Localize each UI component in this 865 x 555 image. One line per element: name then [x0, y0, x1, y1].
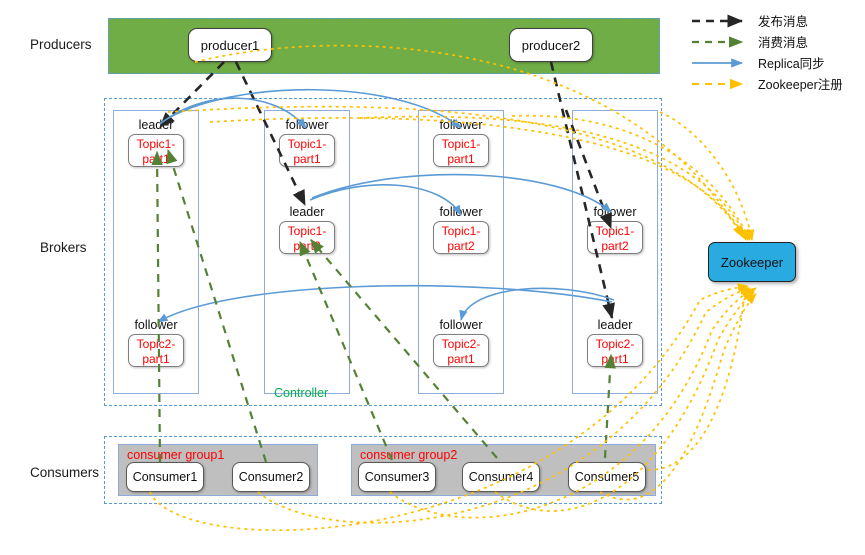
partition-box[interactable]: Topic2-part1	[433, 334, 489, 367]
legend-swatch-solid-blue	[692, 57, 744, 68]
consumer-label: Consumer3	[364, 470, 430, 484]
partition-role: follower	[439, 205, 483, 219]
partition-role: follower	[134, 318, 178, 332]
controller-label: Controller	[274, 386, 329, 400]
legend-swatch-dashed-black	[692, 14, 744, 27]
partition-role: follower	[285, 118, 329, 132]
partition-role: follower	[439, 118, 483, 132]
consumer-group-label: consumer group2	[360, 448, 458, 462]
partition-box[interactable]: Topic1-part1	[279, 134, 335, 167]
legend-label: Zookeeper注册	[758, 78, 843, 92]
legend-label: 消费消息	[758, 36, 809, 50]
partition-box[interactable]: Topic2-part1	[128, 334, 184, 367]
zookeeper-box[interactable]: Zookeeper	[708, 242, 796, 282]
zookeeper-label: Zookeeper	[720, 254, 784, 270]
partition-slot[interactable]: leader Topic1-part2	[264, 205, 350, 254]
consumer-box-consumer2[interactable]: Consumer2	[232, 462, 310, 492]
partition-box[interactable]: Topic2-part1	[587, 334, 643, 367]
row-label-brokers: Brokers	[40, 240, 87, 255]
legend-item-register: Zookeeper注册	[690, 73, 865, 94]
partition-role: leader	[289, 205, 325, 219]
legend: 发布消息 消费消息 Replica同步 Zoo	[690, 10, 865, 94]
producer-box-producer2[interactable]: producer2	[509, 28, 593, 62]
legend-item-replica: Replica同步	[690, 52, 865, 73]
producer-label: producer2	[521, 37, 581, 53]
partition-slot[interactable]: leader Topic1-part1	[113, 118, 199, 167]
partition-slot[interactable]: follower Topic1-part1	[418, 118, 504, 167]
partition-slot[interactable]: follower Topic2-part1	[113, 318, 199, 367]
legend-swatch-dashed-orange	[692, 78, 744, 89]
legend-label: 发布消息	[758, 15, 809, 29]
legend-swatch-dashed-green	[692, 35, 744, 48]
legend-item-publish: 发布消息	[690, 10, 865, 31]
partition-box[interactable]: Topic1-part1	[128, 134, 184, 167]
consumer-box-consumer3[interactable]: Consumer3	[358, 462, 436, 492]
partition-box[interactable]: Topic1-part2	[587, 221, 643, 254]
consumer-label: Consumer1	[132, 470, 198, 484]
consumer-label: Consumer5	[574, 470, 640, 484]
consumer-box-consumer1[interactable]: Consumer1	[126, 462, 204, 492]
partition-role: leader	[597, 318, 633, 332]
partition-role: follower	[439, 318, 483, 332]
consumer-label: Consumer4	[468, 470, 534, 484]
partition-box[interactable]: Topic1-part2	[279, 221, 335, 254]
consumer-box-consumer4[interactable]: Consumer4	[462, 462, 540, 492]
partition-box[interactable]: Topic1-part2	[433, 221, 489, 254]
partition-slot[interactable]: follower Topic1-part1	[264, 118, 350, 167]
partition-slot[interactable]: follower Topic1-part2	[572, 205, 658, 254]
consumer-box-consumer5[interactable]: Consumer5	[568, 462, 646, 492]
partition-role: follower	[593, 205, 637, 219]
producer-box-producer1[interactable]: producer1	[188, 28, 272, 62]
consumer-label: Consumer2	[238, 470, 304, 484]
partition-slot[interactable]: leader Topic2-part1	[572, 318, 658, 367]
producer-label: producer1	[200, 37, 260, 53]
row-label-consumers: Consumers	[30, 465, 100, 480]
legend-item-consume: 消费消息	[690, 31, 865, 52]
legend-label: Replica同步	[758, 57, 825, 71]
partition-role: leader	[138, 118, 174, 132]
row-label-producers: Producers	[30, 37, 92, 52]
partition-slot[interactable]: follower Topic1-part2	[418, 205, 504, 254]
partition-slot[interactable]: follower Topic2-part1	[418, 318, 504, 367]
consumer-group-label: consumer group1	[127, 448, 225, 462]
partition-box[interactable]: Topic1-part1	[433, 134, 489, 167]
